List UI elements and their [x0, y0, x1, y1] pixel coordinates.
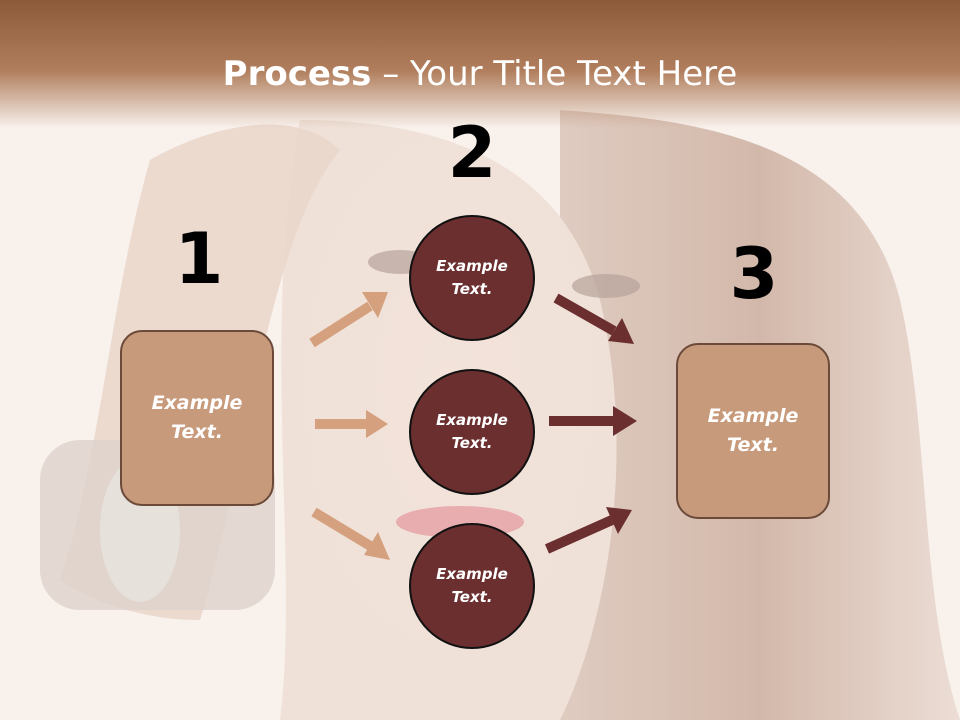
- step-3-box: Example Text.: [676, 343, 830, 519]
- step-3-label: Example Text.: [707, 405, 799, 456]
- slide-title: Process – Your Title Text Here: [0, 50, 960, 98]
- step-1-label: Example Text.: [151, 392, 243, 443]
- step-1-box: Example Text.: [120, 330, 274, 506]
- circle-middle-label: Example Text.: [436, 411, 508, 452]
- step-2-circle-bottom: Example Text.: [409, 523, 535, 649]
- title-rest: Your Title Text Here: [410, 54, 738, 94]
- title-dash: –: [371, 54, 411, 94]
- circle-bottom-label: Example Text.: [436, 565, 508, 606]
- title-bold: Process: [222, 54, 372, 94]
- circle-top-label: Example Text.: [436, 257, 508, 298]
- step-2-number: 2: [447, 112, 497, 194]
- step-3-number: 3: [729, 233, 779, 315]
- step-2-circle-middle: Example Text.: [409, 369, 535, 495]
- step-2-circle-top: Example Text.: [409, 215, 535, 341]
- step-1-number: 1: [174, 218, 224, 300]
- title-bar: [0, 0, 960, 128]
